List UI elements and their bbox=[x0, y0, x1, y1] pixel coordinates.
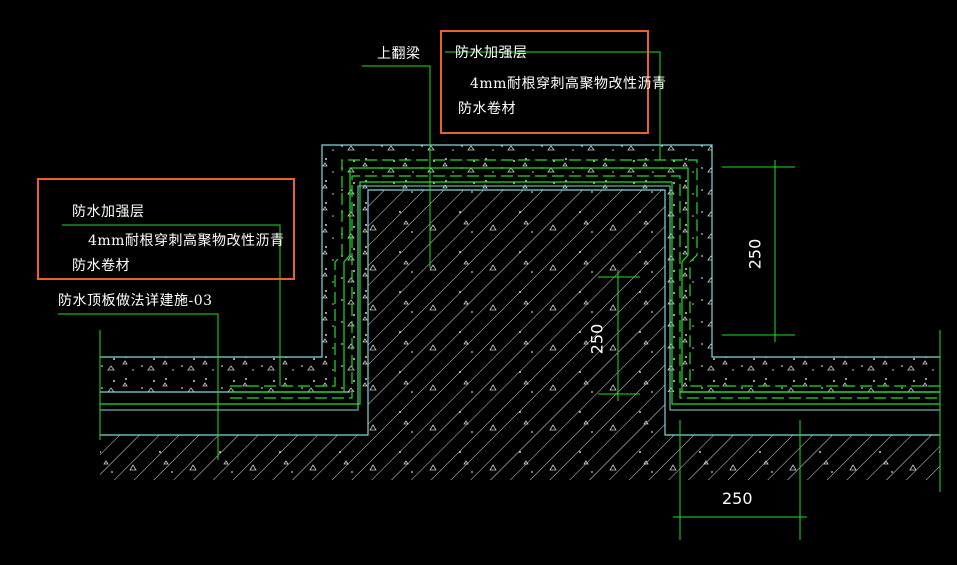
structural-concrete bbox=[100, 190, 940, 480]
reinforce-layer-label-left: 防水加强层 bbox=[72, 204, 145, 220]
upturned-beam-label: 上翻梁 bbox=[377, 46, 421, 62]
membrane-roll-label-left: 防水卷材 bbox=[72, 258, 130, 274]
leader-lines bbox=[58, 51, 661, 460]
protective-screed-layer bbox=[100, 145, 940, 392]
reinforce-layer-label-right: 防水加强层 bbox=[455, 45, 528, 61]
membrane-material-label-right: 4mm耐根穿刺高聚物改性沥青 bbox=[470, 76, 667, 92]
slab-edge-marks bbox=[99, 330, 941, 492]
dimension-right-vertical: 250 bbox=[745, 238, 765, 270]
dimension-bottom-horizontal: 250 bbox=[722, 489, 753, 508]
callout-box-left bbox=[37, 178, 295, 280]
waterproof-membrane bbox=[100, 159, 940, 405]
callout-box-right bbox=[440, 30, 649, 134]
membrane-roll-label-right: 防水卷材 bbox=[458, 101, 516, 117]
dimension-lines bbox=[598, 160, 807, 540]
membrane-material-label-left: 4mm耐根穿刺高聚物改性沥青 bbox=[88, 233, 285, 249]
slab-detail-reference-label: 防水顶板做法详建施-03 bbox=[58, 293, 213, 309]
dimension-inner-vertical: 250 bbox=[587, 323, 607, 355]
